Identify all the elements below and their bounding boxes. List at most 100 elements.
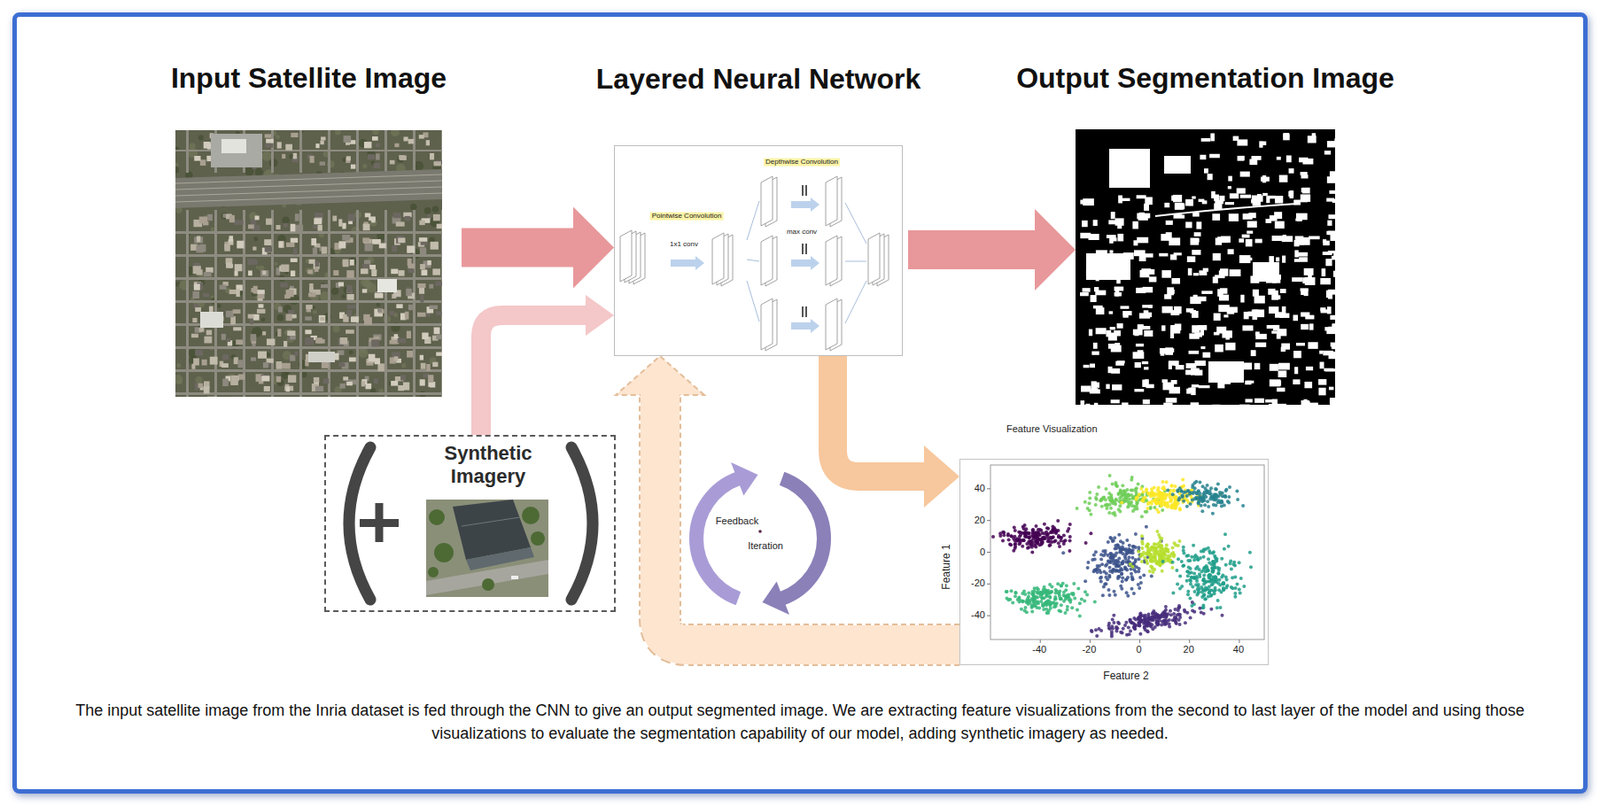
- scatter-dot: [1045, 589, 1049, 593]
- scatter-dot: [1145, 543, 1150, 548]
- tree: [401, 363, 406, 368]
- building-mask: [1309, 323, 1314, 330]
- house: [290, 224, 296, 233]
- scatter-dot: [1140, 546, 1144, 551]
- scatter-dot: [1026, 540, 1031, 544]
- building-mask: [1328, 291, 1333, 300]
- building-mask: [1164, 155, 1191, 174]
- scatter-dot: [1113, 593, 1118, 598]
- scatter-dot: [1172, 541, 1177, 545]
- building-mask: [1165, 397, 1178, 403]
- building-mask: [1229, 193, 1239, 199]
- scatter-dot: [1165, 543, 1169, 548]
- house: [433, 161, 441, 166]
- scatter-dot: [1038, 533, 1042, 537]
- scatter-dot: [1120, 483, 1125, 488]
- house: [432, 268, 441, 275]
- conv-arrow: [791, 256, 820, 271]
- building-mask: [1109, 148, 1150, 188]
- building-mask: [1242, 234, 1251, 239]
- house: [389, 340, 398, 345]
- building-mask: [1195, 360, 1206, 366]
- scatter-dot: [1006, 532, 1010, 536]
- scatter-dot: [1034, 524, 1039, 529]
- house: [417, 283, 426, 288]
- house: [362, 288, 368, 293]
- building-mask: [1236, 187, 1246, 194]
- large-building: [200, 311, 224, 328]
- tree: [348, 257, 357, 266]
- scatter-dot: [1036, 536, 1041, 541]
- building-mask: [1115, 361, 1125, 366]
- building-mask: [1296, 342, 1305, 346]
- scatter-dot: [1044, 594, 1049, 599]
- house: [201, 359, 208, 366]
- building-mask: [1272, 399, 1278, 405]
- building-mask: [1109, 249, 1113, 253]
- building-mask: [1241, 362, 1252, 370]
- scatter-dot: [1044, 607, 1049, 612]
- house: [368, 217, 376, 222]
- scatter-dot: [1150, 570, 1155, 575]
- house: [338, 218, 342, 226]
- building-mask: [1201, 290, 1212, 295]
- scatter-dot: [1149, 574, 1154, 579]
- building-mask: [1134, 362, 1142, 368]
- scatter-dot: [1125, 590, 1129, 595]
- scatter-dot: [1118, 584, 1123, 589]
- tick-mark: [1089, 639, 1091, 644]
- scatter-dot: [1013, 594, 1018, 599]
- building-mask: [1093, 305, 1103, 309]
- building-mask: [1168, 237, 1181, 246]
- street: [271, 209, 274, 397]
- house: [234, 264, 243, 272]
- building-mask: [1194, 232, 1202, 237]
- building-mask: [1219, 195, 1225, 202]
- house: [206, 330, 212, 336]
- scatter-dot: [1098, 570, 1103, 575]
- building-mask: [1162, 306, 1173, 314]
- scatter-dot: [1113, 513, 1118, 518]
- cycle-arrowhead: [762, 582, 790, 615]
- building-mask: [1089, 364, 1096, 369]
- building-mask: [1174, 323, 1182, 331]
- scatter-dot: [1059, 539, 1064, 544]
- building-mask: [1136, 194, 1147, 199]
- street: [384, 209, 388, 397]
- building-mask: [1211, 404, 1220, 406]
- house: [264, 133, 272, 138]
- house: [342, 259, 350, 268]
- scatter-dot: [1045, 532, 1049, 536]
- scatter-dot: [1076, 587, 1080, 591]
- building-mask: [1307, 341, 1318, 350]
- arrowhead: [615, 356, 705, 396]
- scatter-dot: [1145, 561, 1150, 566]
- house: [193, 263, 201, 267]
- building-mask: [1188, 333, 1199, 339]
- building-mask: [1320, 362, 1325, 370]
- building-mask: [1114, 287, 1125, 292]
- house: [233, 396, 242, 398]
- scatter-dot: [1160, 508, 1165, 513]
- house: [347, 310, 353, 317]
- scatter-dot: [1026, 535, 1031, 540]
- scatter-dot: [1096, 485, 1101, 490]
- house: [419, 355, 424, 361]
- tree: [274, 262, 279, 266]
- building-mask: [1247, 221, 1258, 228]
- house: [315, 386, 324, 392]
- building-mask: [1300, 324, 1309, 330]
- scatter-dot: [1129, 488, 1134, 492]
- building-mask: [1225, 342, 1235, 351]
- building-mask: [1091, 388, 1099, 394]
- scatter-dot: [1136, 557, 1141, 561]
- layer-sheet: [761, 298, 773, 350]
- house: [203, 336, 212, 344]
- house: [340, 383, 346, 389]
- building-mask: [1326, 198, 1335, 202]
- scatter-dot: [1083, 590, 1088, 594]
- scatter-dot: [1059, 603, 1064, 607]
- building-mask: [1196, 221, 1202, 229]
- house: [203, 271, 211, 277]
- house: [194, 236, 203, 243]
